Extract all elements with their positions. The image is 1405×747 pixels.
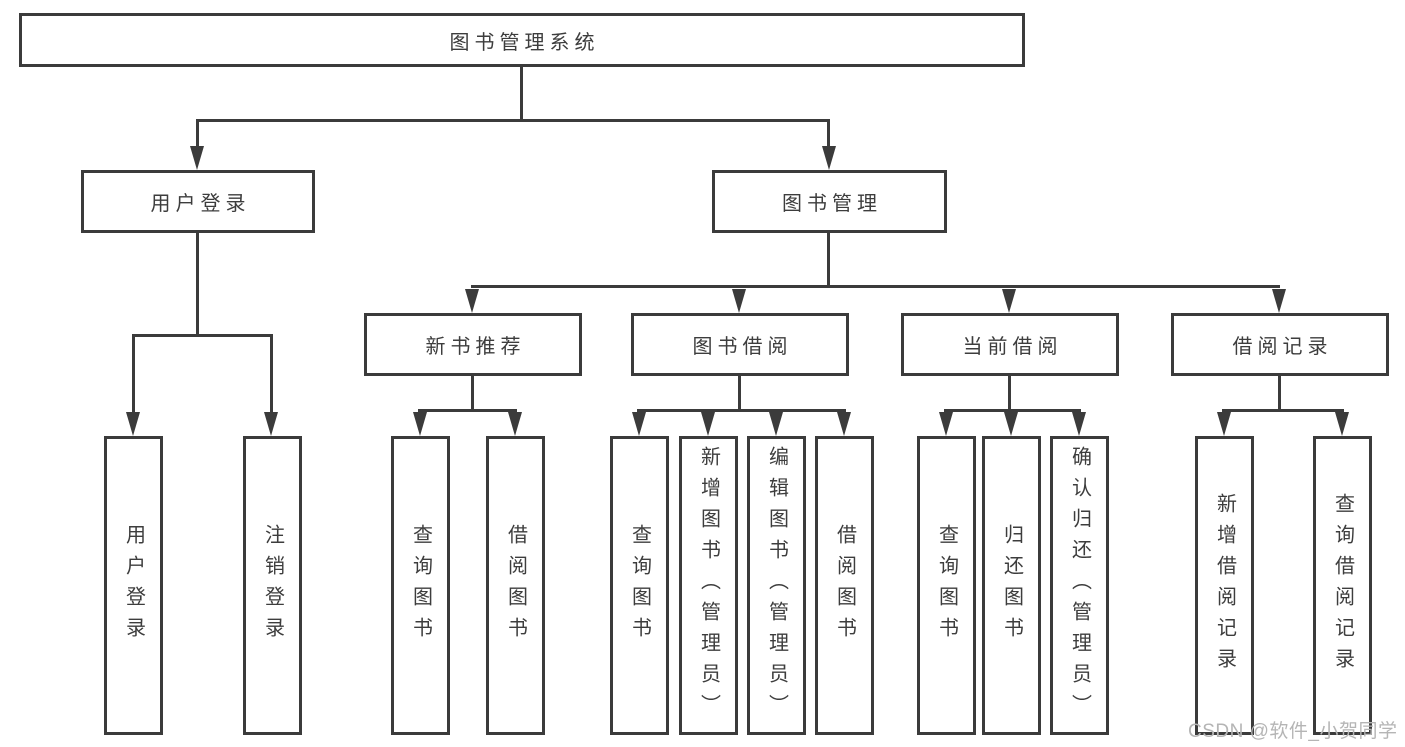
leaf-query-books-recommend: 查询图书 xyxy=(391,436,450,735)
connector-level1-bus xyxy=(196,119,830,122)
leaf-label: 借阅图书 xyxy=(504,523,527,648)
connector-user-login-bus xyxy=(132,334,273,337)
leaf-label: 查询图书 xyxy=(409,523,432,648)
arrow-down-icon xyxy=(264,412,278,436)
leaf-query-books-current: 查询图书 xyxy=(917,436,976,735)
arrow-down-icon xyxy=(732,289,746,313)
node-book-management: 图书管理 xyxy=(712,170,947,233)
node-label: 图书管理系统 xyxy=(449,31,600,54)
arrow-down-icon xyxy=(1002,289,1016,313)
connector-user-login-stem xyxy=(196,233,199,336)
arrow-down-icon xyxy=(632,412,646,436)
leaf-query-borrow-record: 查询借阅记录 xyxy=(1313,436,1372,735)
leaf-edit-books-admin: 编辑图书（管理员） xyxy=(747,436,806,735)
leaf-return-books: 归还图书 xyxy=(982,436,1041,735)
arrow-down-icon xyxy=(1072,412,1086,436)
leaf-label: 查询图书 xyxy=(628,523,651,648)
leaf-add-borrow-record: 新增借阅记录 xyxy=(1195,436,1254,735)
node-label: 当前借阅 xyxy=(962,336,1063,358)
connector-root-stem xyxy=(520,67,523,120)
arrow-down-icon xyxy=(822,146,836,170)
leaf-logout: 注销登录 xyxy=(243,436,302,735)
node-user-login: 用户登录 xyxy=(81,170,315,233)
connector-group-stem xyxy=(1278,376,1281,411)
leaf-borrow-books-borrowing: 借阅图书 xyxy=(815,436,874,735)
leaf-label: 查询图书 xyxy=(935,523,958,648)
connector-group-stem xyxy=(1008,376,1011,411)
connector-drop-leaf xyxy=(270,336,273,414)
arrow-down-icon xyxy=(837,412,851,436)
arrow-down-icon xyxy=(1335,412,1349,436)
leaf-confirm-return-admin: 确认归还（管理员） xyxy=(1050,436,1109,735)
connector-group-bus xyxy=(637,409,846,412)
connector-drop-book-management xyxy=(827,121,830,147)
leaf-add-books-admin: 新增图书（管理员） xyxy=(679,436,738,735)
node-label: 图书管理 xyxy=(782,193,882,215)
arrow-down-icon xyxy=(190,146,204,170)
node-label: 用户登录 xyxy=(150,193,251,215)
leaf-user-login: 用户登录 xyxy=(104,436,163,735)
leaf-label: 确认归还（管理员） xyxy=(1068,446,1091,725)
leaf-borrow-books-recommend: 借阅图书 xyxy=(486,436,545,735)
leaf-query-books-borrowing: 查询图书 xyxy=(610,436,669,735)
watermark: CSDN @软件_小贺同学 xyxy=(1188,721,1398,742)
leaf-label: 查询借阅记录 xyxy=(1331,492,1354,679)
leaf-label: 注销登录 xyxy=(261,523,284,648)
leaf-label: 新增借阅记录 xyxy=(1213,492,1236,679)
leaf-label: 归还图书 xyxy=(1000,523,1023,648)
connector-group-stem xyxy=(471,376,474,411)
node-borrowing-records: 借阅记录 xyxy=(1171,313,1389,376)
connector-book-management-stem xyxy=(827,233,830,287)
arrow-down-icon xyxy=(769,412,783,436)
arrow-down-icon xyxy=(939,412,953,436)
node-book-borrowing: 图书借阅 xyxy=(631,313,849,376)
connector-drop-user-login xyxy=(196,121,199,147)
connector-group-bus xyxy=(418,409,517,412)
leaf-label: 新增图书（管理员） xyxy=(697,446,720,725)
node-current-borrowing: 当前借阅 xyxy=(901,313,1119,376)
arrow-down-icon xyxy=(413,412,427,436)
node-label: 借阅记录 xyxy=(1232,336,1333,358)
node-label: 图书借阅 xyxy=(692,336,793,358)
leaf-label: 编辑图书（管理员） xyxy=(765,446,788,725)
arrow-down-icon xyxy=(508,412,522,436)
arrow-down-icon xyxy=(701,412,715,436)
connector-group-bus xyxy=(1222,409,1344,412)
connector-drop-leaf xyxy=(132,336,135,414)
arrow-down-icon xyxy=(1004,412,1018,436)
leaf-label: 用户登录 xyxy=(122,523,145,648)
node-label: 新书推荐 xyxy=(425,336,526,358)
node-library-management-system: 图书管理系统 xyxy=(19,13,1025,67)
arrow-down-icon xyxy=(1272,289,1286,313)
arrow-down-icon xyxy=(1217,412,1231,436)
leaf-label: 借阅图书 xyxy=(833,523,856,648)
node-new-book-recommendation: 新书推荐 xyxy=(364,313,582,376)
arrow-down-icon xyxy=(465,289,479,313)
connector-group-bus xyxy=(944,409,1081,412)
arrow-down-icon xyxy=(126,412,140,436)
connector-level2-bus xyxy=(471,285,1280,288)
connector-group-stem xyxy=(738,376,741,411)
